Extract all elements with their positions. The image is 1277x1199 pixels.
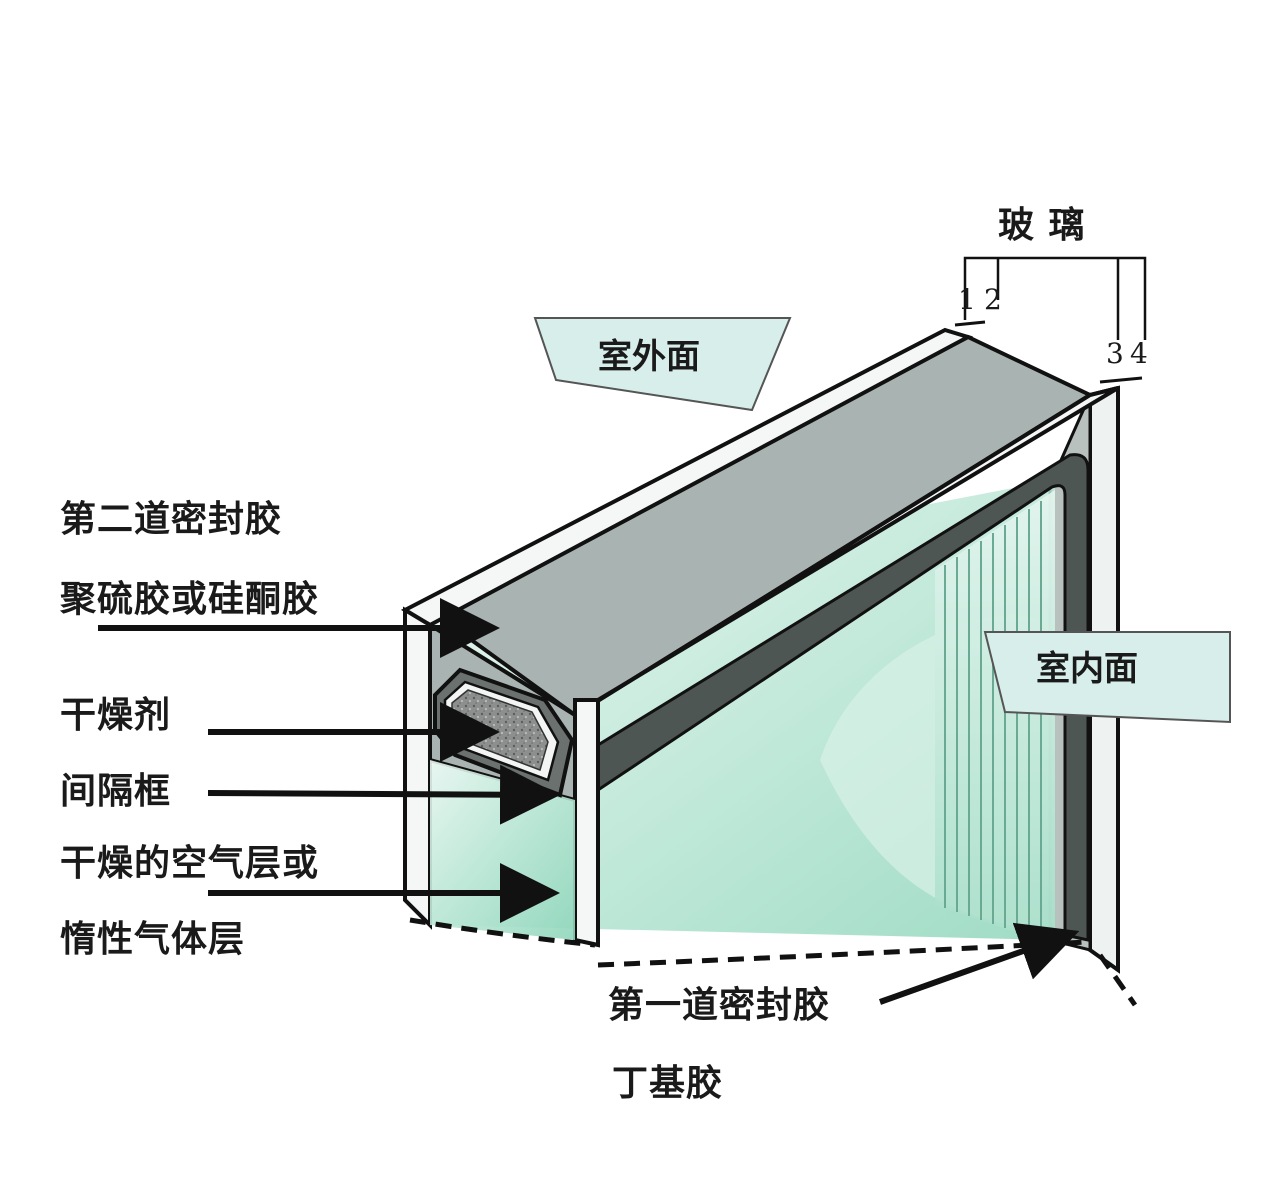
surface-number-3: 3 — [1106, 337, 1124, 370]
exterior-glass-pane — [403, 606, 432, 930]
primary-seal-title: 第一道密封胶 — [608, 985, 831, 1026]
air-layer-label-line2: 惰性气体层 — [60, 919, 246, 960]
glass-bracket — [954, 256, 1147, 384]
glass-label: 玻 璃 — [998, 205, 1086, 246]
exterior-tag-box — [533, 317, 792, 412]
secondary-seal-title: 第二道密封胶 — [60, 499, 283, 540]
arrow-spacer-frame — [207, 764, 560, 825]
desiccant-label: 干燥剂 — [60, 695, 172, 736]
surface-number-2: 2 — [984, 283, 1002, 316]
pointer-arrows — [98, 598, 1080, 1005]
surface-number-4: 4 — [1130, 337, 1148, 370]
interior-pane-stripes — [935, 490, 1055, 945]
exterior-face-label: 室外面 — [598, 337, 700, 377]
spacer-frame-label: 间隔框 — [60, 771, 172, 812]
interior-tag-box — [983, 631, 1231, 724]
air-layer-label-line1: 干燥的空气层或 — [60, 843, 320, 884]
secondary-seal-material: 聚硫胶或硅酮胶 — [60, 579, 320, 620]
interior-face-label: 室内面 — [1036, 649, 1138, 689]
surface-number-1: 1 — [958, 283, 976, 316]
arrow-primary-seal — [878, 922, 1080, 1005]
primary-seal-material: 丁基胶 — [612, 1063, 724, 1104]
